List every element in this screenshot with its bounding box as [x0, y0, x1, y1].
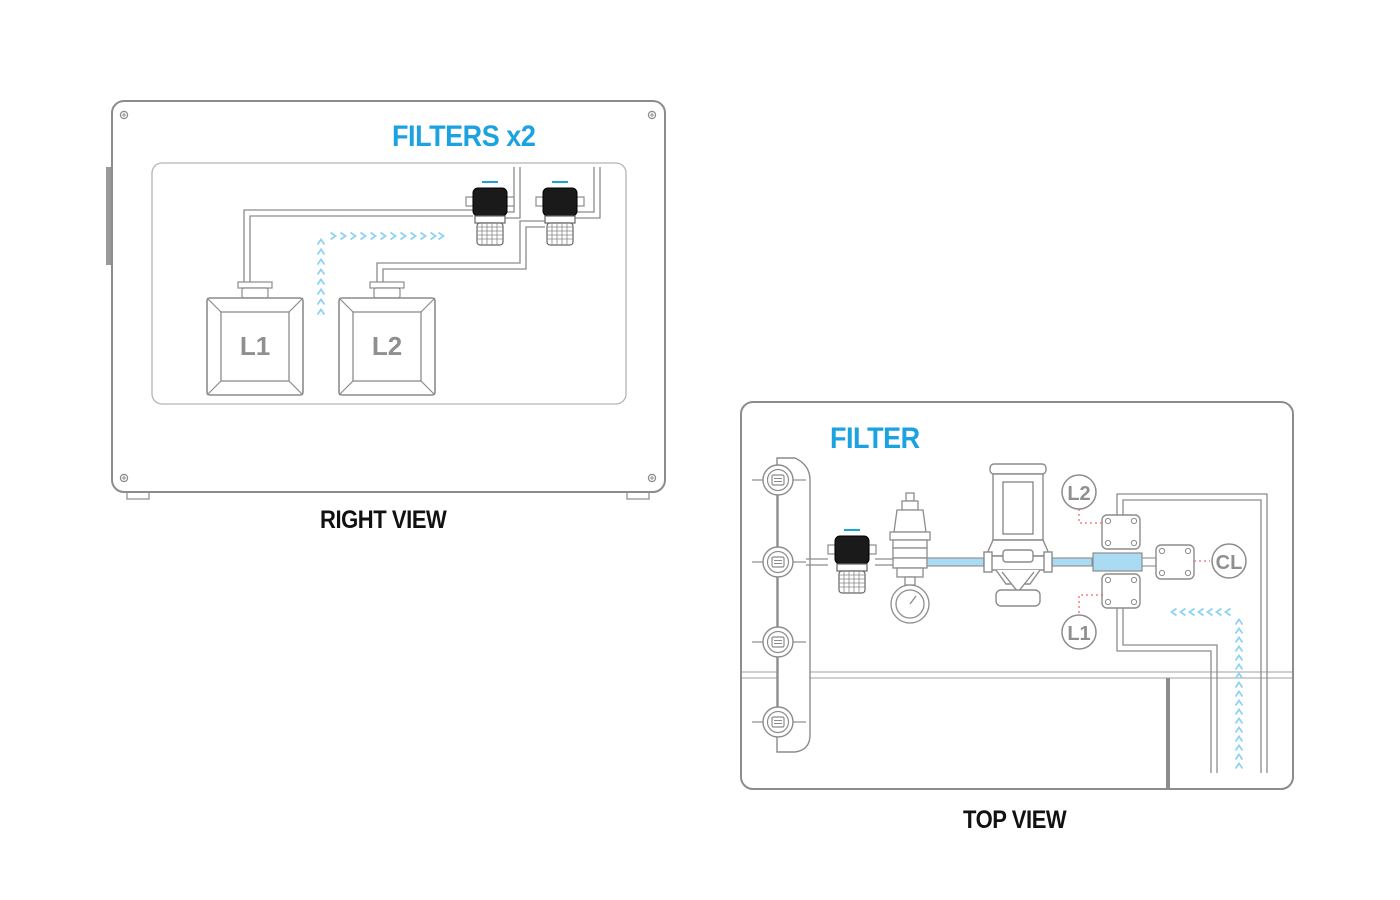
right-view-side-handle	[106, 167, 112, 265]
top-view-main-line	[806, 558, 893, 566]
port-2-icon	[762, 546, 794, 578]
port-strip	[776, 457, 811, 753]
top-view-caption: TOP VIEW	[963, 806, 1067, 834]
right-view-title: FILTERS x2	[392, 120, 535, 154]
right-view-caption: RIGHT VIEW	[320, 506, 447, 534]
top-view-return-tubing	[1116, 493, 1268, 773]
fitting-lower-icon	[1101, 573, 1141, 609]
right-view-foot-left	[126, 491, 150, 500]
top-view-post	[1166, 678, 1170, 788]
tank-l1: L1	[206, 281, 304, 396]
screw-icon	[647, 110, 657, 120]
badge-l2-label: L2	[1067, 483, 1090, 505]
right-view-panel: L1 L2 FILTERS x2	[106, 100, 666, 500]
badge-l1-label: L1	[1067, 623, 1090, 645]
screw-icon	[119, 110, 129, 120]
top-view-panel: L2 L1 CL FILTER	[740, 401, 1294, 790]
badge-l2: L2	[1061, 474, 1097, 510]
right-view-tubing	[243, 167, 601, 288]
badge-cl-label: CL	[1216, 552, 1243, 574]
tank-l1-label: L1	[240, 331, 270, 361]
screw-icon	[119, 473, 129, 483]
tank-l2-label: L2	[372, 331, 402, 361]
tank-l2: L2	[338, 281, 436, 396]
valve-canister-icon	[983, 463, 1053, 607]
badge-l1: L1	[1061, 614, 1097, 650]
manifold	[1092, 514, 1195, 609]
fitting-right-icon	[1155, 544, 1195, 580]
fitting-upper-icon	[1101, 514, 1141, 550]
top-view-title: FILTER	[830, 422, 921, 456]
leader-lines	[1078, 509, 1210, 613]
badge-cl: CL	[1211, 543, 1247, 579]
right-view-foot-right	[626, 491, 650, 500]
screw-icon	[647, 473, 657, 483]
port-1-icon	[762, 464, 794, 496]
pressure-regulator-icon	[889, 492, 931, 624]
port-3-icon	[762, 626, 794, 658]
port-4-icon	[762, 706, 794, 738]
